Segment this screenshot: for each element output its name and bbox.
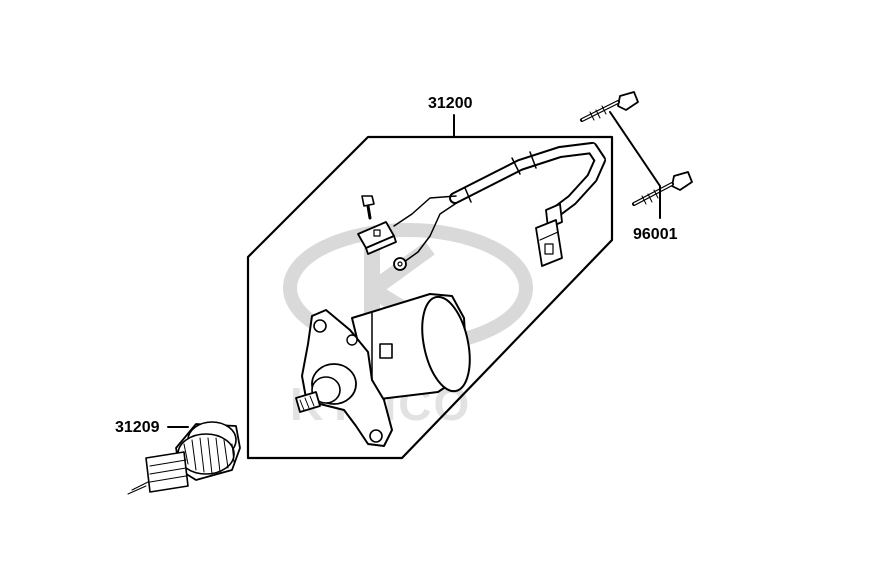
- bolt-upper: [580, 91, 639, 122]
- ground-terminal: [393, 257, 407, 271]
- label-mounting-bolts: 96001: [633, 226, 678, 243]
- harness-screw: [361, 195, 375, 220]
- kit-outline: [246, 135, 614, 460]
- label-starter-clutch: 31209: [115, 419, 160, 436]
- leader-96001: [609, 111, 661, 219]
- label-starter-assembly: 31200: [428, 95, 473, 112]
- bolt-lower: [632, 171, 693, 206]
- harness-connector-right: [535, 203, 563, 267]
- starter-motor[interactable]: [295, 292, 477, 447]
- label-31200-group[interactable]: 31200: [428, 95, 473, 138]
- mounting-bolts[interactable]: 96001: [580, 91, 693, 243]
- starter-clutch[interactable]: 31209: [115, 419, 241, 495]
- wiring-harness[interactable]: [357, 142, 606, 271]
- harness-connector-left: [357, 221, 397, 255]
